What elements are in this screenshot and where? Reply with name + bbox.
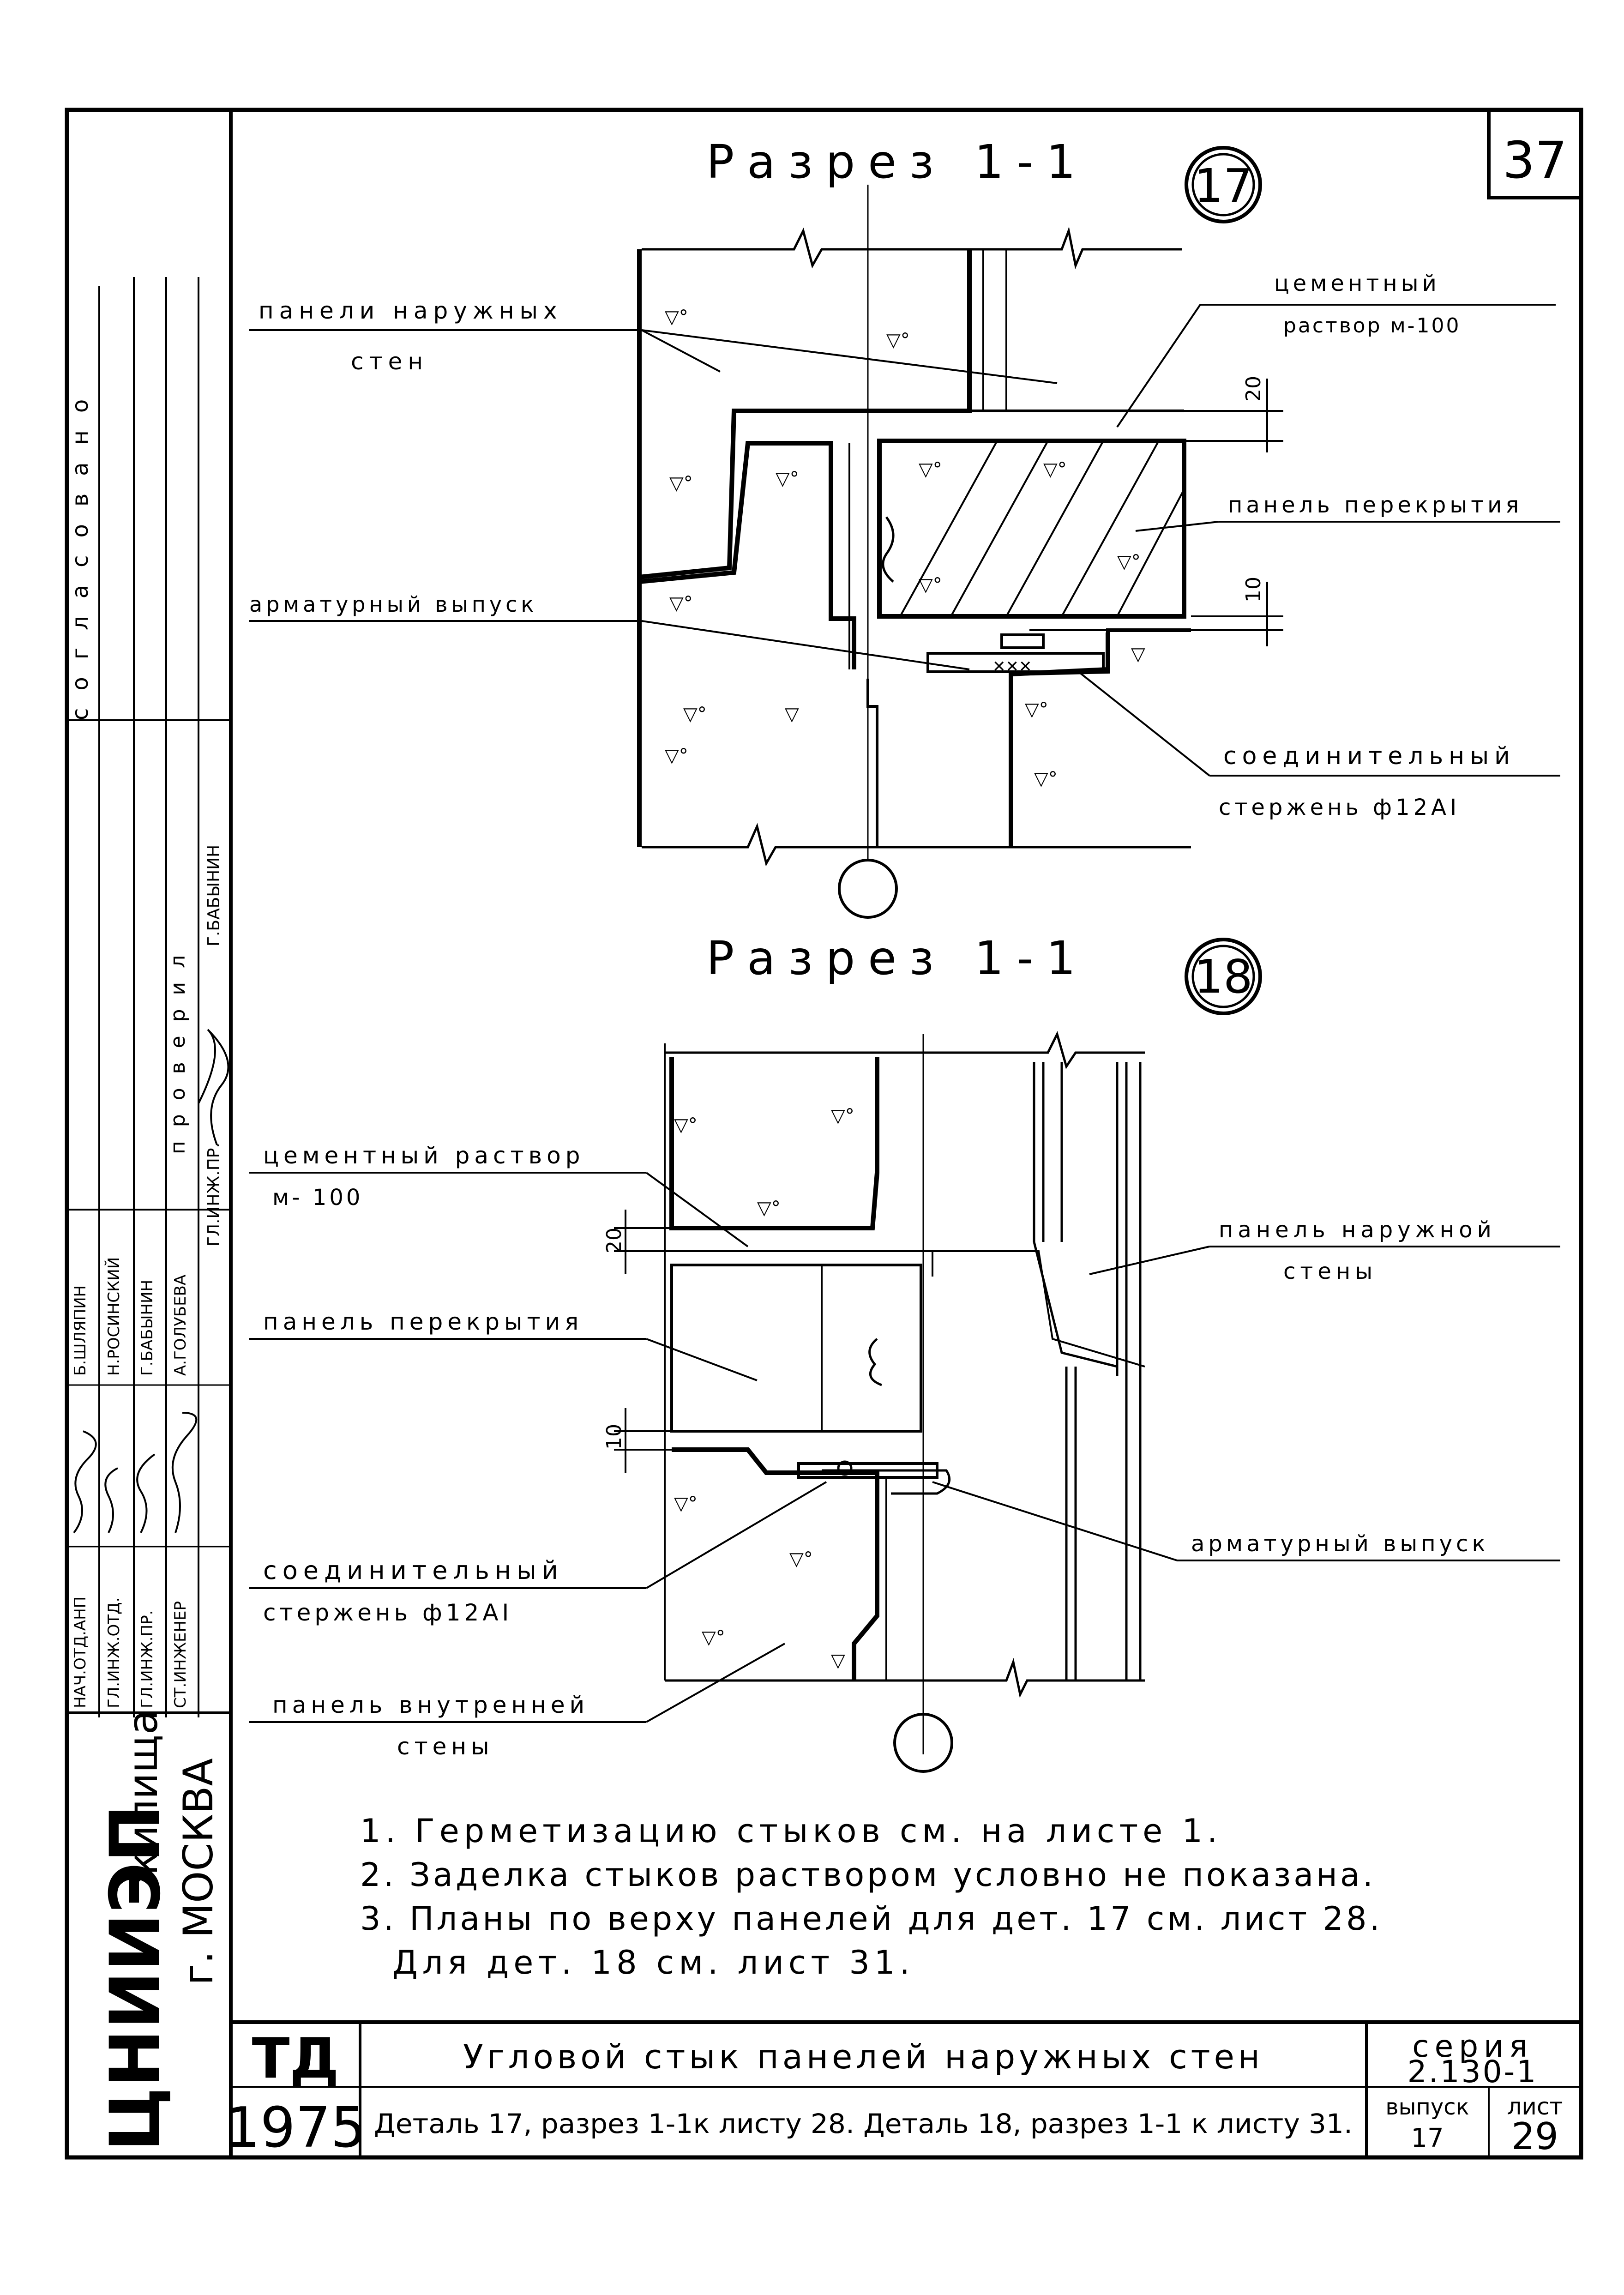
sign-row-role-4: СТ.ИНЖЕНЕР <box>171 1601 190 1708</box>
org-city: г. МОСКВА <box>174 1758 222 1985</box>
svg-text:▽°: ▽° <box>674 1493 698 1514</box>
issue-label: выпуск <box>1385 2094 1469 2120</box>
detail18-label-inner-panel-2: стены <box>397 1733 494 1760</box>
detail17-label-outer-panels-1: панели наружных <box>259 297 563 324</box>
org-block: ЦНИИЭП жилища г. МОСКВА <box>96 1710 222 2151</box>
detail18-label-rebar: арматурный выпуск <box>1191 1531 1489 1557</box>
detail17-label-floor-panel: панель перекрытия <box>1228 492 1522 518</box>
sheet-subtitle: Деталь 17, разрез 1-1к листу 28. Деталь … <box>374 2108 1353 2139</box>
detail18-label-mortar-1: цементный раствор <box>263 1142 584 1169</box>
detail18-title: Разрез 1-1 <box>706 931 1089 985</box>
sheet-frame <box>65 108 1583 2160</box>
detail18-label-mortar-2: м- 100 <box>272 1185 363 1211</box>
signature <box>104 1467 118 1533</box>
detail18-marker-label: 18 <box>1194 950 1252 1004</box>
svg-text:▽°: ▽° <box>919 574 942 596</box>
svg-text:▽°: ▽° <box>757 1198 781 1219</box>
weld-marks: ✕✕✕ <box>992 657 1032 676</box>
svg-text:▽: ▽ <box>785 704 799 725</box>
detail18-label-inner-panel-1: панель внутренней <box>272 1692 589 1718</box>
sheet-number: 37 <box>1503 131 1567 190</box>
sign-row-name-1: Б.ШЛЯПИН <box>71 1285 90 1376</box>
notes: 1. Герметизацию стыков см. на листе 1. 2… <box>360 1812 1383 1982</box>
detail18-label-connector-1: соединительный <box>263 1556 564 1585</box>
svg-text:▽°: ▽° <box>776 468 799 489</box>
detail17-label-mortar-2: раствор м-100 <box>1283 314 1461 337</box>
svg-text:▽°: ▽° <box>919 459 942 480</box>
org-suffix: жилища <box>119 1710 167 1888</box>
series-label: серия <box>1412 2029 1533 2064</box>
detail18-label-outer-panel-1: панель наружной <box>1219 1217 1496 1243</box>
sheet-title: Угловой стык панелей наружных стен <box>463 2037 1263 2076</box>
signature <box>171 1412 197 1533</box>
org-name: ЦНИИЭП <box>96 1805 176 2151</box>
checker-role: ГЛ.ИНЖ.ПР. <box>205 1143 223 1247</box>
signature <box>73 1430 97 1534</box>
sheet-year: 1975 <box>225 2096 366 2160</box>
side-block: согласовано проверил ГЛ.ИНЖ.ПР. Г.БАБЫНИ… <box>67 382 229 1708</box>
svg-text:▽: ▽ <box>1131 644 1145 665</box>
detail18-marker <box>1185 938 1262 1015</box>
title-block <box>231 2020 1581 2157</box>
detail17-label-connector-2: стержень ф12АI <box>1219 795 1460 820</box>
detail-18: Разрез 1-1 18 <box>249 931 1560 1773</box>
note-3: 3. Планы по верху панелей для дет. 17 см… <box>360 1900 1383 1938</box>
svg-text:▽: ▽ <box>831 1650 845 1671</box>
svg-text:▽°: ▽° <box>1117 551 1141 572</box>
sign-row-role-3: ГЛ.ИНЖ.ПР. <box>138 1610 156 1708</box>
detail18-label-connector-2: стержень ф12АI <box>263 1599 512 1626</box>
issue-value: 17 <box>1411 2123 1444 2153</box>
detail17-marker-label: 17 <box>1194 159 1252 213</box>
svg-text:▽°: ▽° <box>1025 699 1048 720</box>
svg-text:▽°: ▽° <box>1043 459 1067 480</box>
detail17-dim-bottom: 10 <box>1242 577 1265 602</box>
detail17-label-outer-panels-2: стен <box>351 348 428 375</box>
svg-text:▽°: ▽° <box>669 593 693 614</box>
svg-text:▽°: ▽° <box>886 330 910 351</box>
sign-row-role-1: НАЧ.ОТД.АНП <box>71 1596 90 1708</box>
series-value: 2.130-1 <box>1407 2054 1538 2090</box>
sign-row-name-3: Г.БАБЫНИН <box>138 1280 156 1376</box>
checked-label: проверил <box>166 941 190 1154</box>
sign-row-role-2: ГЛ.ИНЖ.ОТД. <box>105 1597 123 1708</box>
detail17-marker <box>1185 146 1262 223</box>
svg-text:▽°: ▽° <box>683 704 707 725</box>
detail17-label-connector-1: соединительный <box>1223 742 1516 770</box>
note-1: 1. Герметизацию стыков см. на листе 1. <box>360 1812 1222 1850</box>
checker-name: Г.БАБЫНИН <box>205 845 223 946</box>
svg-text:▽°: ▽° <box>831 1105 854 1126</box>
detail18-label-floor-panel: панель перекрытия <box>263 1308 583 1335</box>
doc-type: ТД <box>252 2027 339 2091</box>
note-4: Для дет. 18 см. лист 31. <box>392 1944 914 1982</box>
svg-text:▽°: ▽° <box>674 1114 698 1136</box>
sheet-label: лист <box>1507 2093 1563 2120</box>
sign-row-name-2: Н.РОСИНСКИЙ <box>104 1257 123 1376</box>
sign-row-name-4: А.ГОЛУБЕВА <box>171 1275 190 1376</box>
axis-marker <box>838 859 898 919</box>
signature <box>198 1029 229 1145</box>
detail17-label-rebar: арматурный выпуск <box>249 592 537 617</box>
svg-text:▽°: ▽° <box>702 1627 725 1648</box>
note-2: 2. Заделка стыков раствором условно не п… <box>360 1856 1376 1894</box>
agreed-label: согласовано <box>67 382 93 720</box>
detail17-title: Разрез 1-1 <box>706 135 1089 189</box>
detail18-dim-top: 20 <box>602 1228 626 1253</box>
svg-text:▽°: ▽° <box>669 473 693 494</box>
svg-text:▽°: ▽° <box>665 307 688 328</box>
svg-text:▽°: ▽° <box>665 745 688 766</box>
detail-17: Разрез 1-1 17 ✕✕✕ <box>249 135 1560 919</box>
svg-text:▽°: ▽° <box>789 1548 813 1570</box>
detail17-dim-top: 20 <box>1242 376 1265 402</box>
axis-marker <box>893 1713 953 1773</box>
detail17-label-mortar-1: цементный <box>1274 271 1440 296</box>
detail18-dim-bottom: 10 <box>602 1424 626 1450</box>
signature <box>136 1453 156 1533</box>
detail18-label-outer-panel-2: стены <box>1283 1259 1377 1284</box>
svg-text:▽°: ▽° <box>1034 768 1058 789</box>
sheet-value: 29 <box>1511 2115 1558 2158</box>
detail17-connector-bar <box>1000 633 1045 649</box>
